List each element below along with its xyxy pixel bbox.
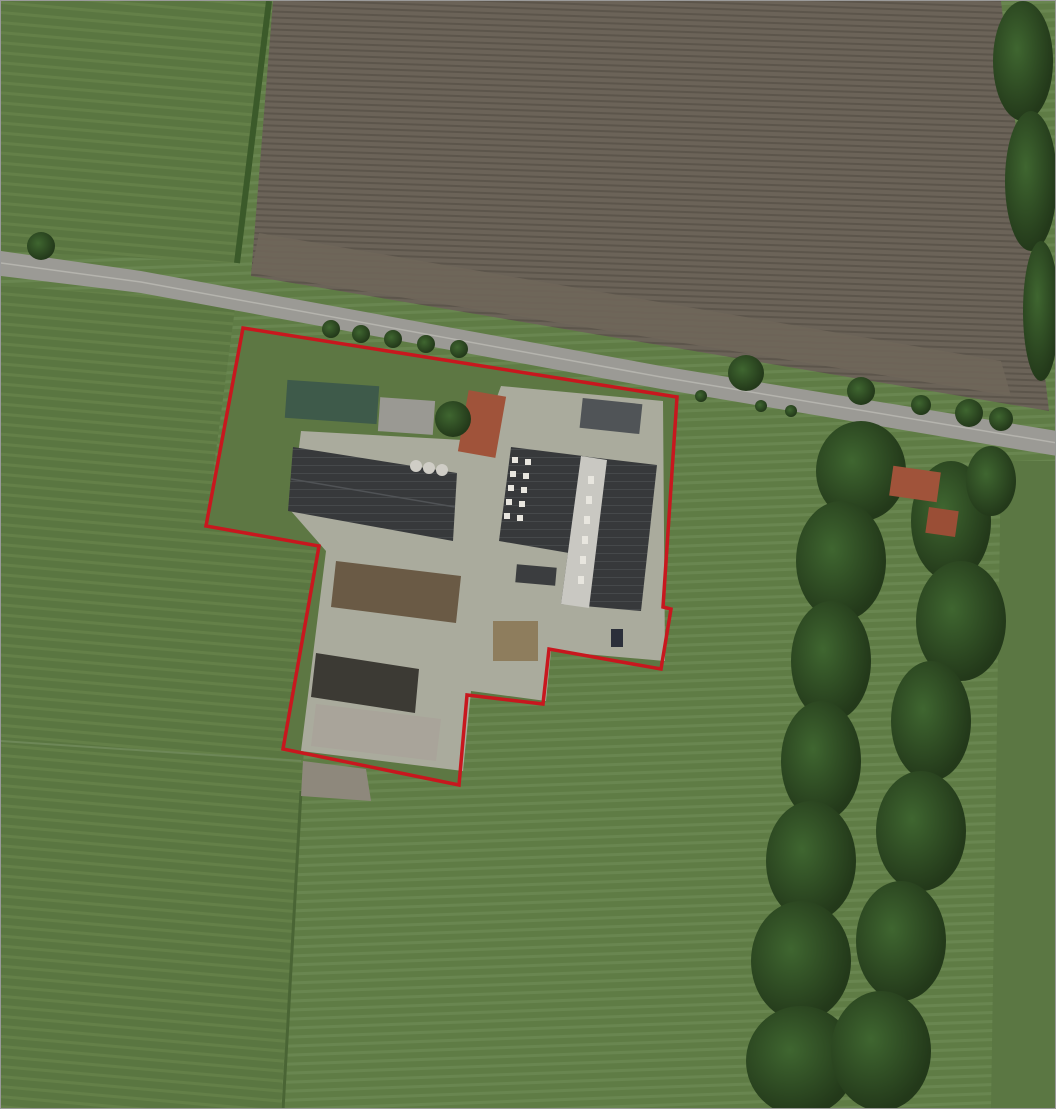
silage-heap-north xyxy=(331,561,461,623)
yard-tree xyxy=(435,401,471,437)
field-edge-south xyxy=(281,790,303,1108)
roadside-trees xyxy=(27,232,1013,431)
plowed-field xyxy=(251,1,1049,411)
greenhouse-roof xyxy=(284,379,380,425)
forest-belt-east xyxy=(746,421,1016,1108)
silos xyxy=(410,460,448,476)
storage-area xyxy=(493,621,538,661)
property-boundary-outline xyxy=(203,326,679,788)
house-roof-north xyxy=(889,465,941,503)
barn-roof-north xyxy=(499,447,583,553)
tree-line-northeast xyxy=(993,1,1055,381)
rubble-heap xyxy=(301,761,371,801)
roof-skylights xyxy=(504,457,594,584)
silage-heap-middle xyxy=(311,653,419,713)
road-centerline xyxy=(1,262,1055,444)
shed-roof-small xyxy=(377,397,436,435)
pasture-west xyxy=(1,286,319,1108)
silage-pit-south xyxy=(311,704,441,761)
pasture-east xyxy=(991,461,1055,1108)
farmhouse-roof xyxy=(457,390,507,458)
field-headland xyxy=(251,233,1011,396)
pasture-south xyxy=(281,416,831,1108)
parked-vehicle xyxy=(611,629,623,647)
house-roof-south xyxy=(925,507,959,537)
field-edge-west xyxy=(1,740,302,762)
hedgerow-west-field xyxy=(234,1,272,264)
equipment-shed xyxy=(515,564,557,586)
barn-roof-light-strip xyxy=(561,456,607,608)
barn-ridge-west xyxy=(290,478,456,508)
field-top-left xyxy=(1,1,269,263)
shed-roof-northeast xyxy=(579,397,643,435)
